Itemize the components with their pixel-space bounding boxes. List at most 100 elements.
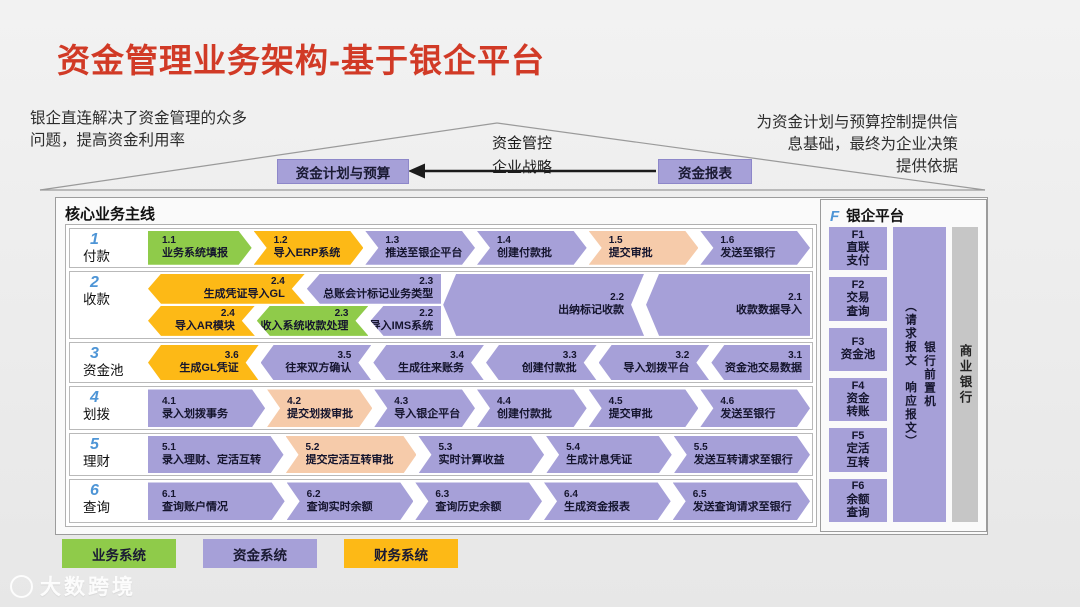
step-number: 1.1 (162, 235, 176, 247)
step-number: 1.5 (608, 235, 623, 247)
commercial-bank-label: 商业银行 (957, 343, 972, 406)
step-number: 5.4 (566, 442, 581, 454)
step-label: 收入系统收款处理 (260, 320, 349, 333)
platform-function-box: F4 资金 转账 (829, 377, 887, 422)
row-label: 2 收款 (70, 272, 146, 338)
step-label: 查询实时余额 (306, 500, 373, 513)
step-label: 查询账户情况 (162, 500, 228, 513)
function-label: 交易 查询 (846, 292, 870, 318)
step-label: 导入ERP系统 (273, 247, 341, 260)
receipt-sub-rows: 2.4 生成凭证导入GL 2.3 总账会计标记业务类型 2.4 导入AR模块 (148, 273, 442, 336)
step-arrow: 2.2 导入IMS系统 (370, 305, 442, 336)
gateway-bar: （请求报文 响应报文） 银行前置机 (893, 227, 946, 522)
platform-function-box: F2 交易 查询 (829, 277, 887, 321)
step-arrow: 5.3 实时计算收益 (418, 436, 544, 474)
row-name: 收款 (83, 291, 110, 307)
platform-function-box: F3 资金池 (829, 327, 887, 371)
platform-function-box: F1 直联 支付 (829, 227, 887, 271)
step-label: 提交划拨审批 (287, 407, 354, 420)
step-label: 生成往来账务 (398, 362, 465, 375)
platform-number: F (830, 208, 840, 225)
step-number: 1.6 (720, 235, 735, 247)
step-number: 4.5 (608, 395, 623, 407)
step-arrow: 4.3 导入银企平台 (374, 389, 475, 427)
step-arrow: 4.6 发送至银行 (700, 389, 810, 427)
platform-functions: F1 直联 支付 F2 交易 查询 F3 资金池 F4 资金 转账 F5 定活 … (829, 227, 887, 522)
step-label: 提交定活互转审批 (305, 454, 394, 467)
step-label: 导入划拨平台 (623, 362, 690, 375)
step-label: 收款数据导入 (736, 304, 802, 317)
step-number: 3.2 (675, 350, 690, 362)
step-label: 发送查询请求至银行 (692, 500, 792, 513)
step-label: 实时计算收益 (438, 454, 505, 467)
step-number: 1.2 (273, 235, 288, 247)
step-label: 发送互转请求至银行 (693, 454, 793, 467)
legend: 业务系统 资金系统 财务系统 (62, 539, 458, 568)
step-label: 录入理财、定活互转 (162, 454, 261, 467)
step-arrow: 2.3 收入系统收款处理 (257, 306, 369, 336)
step-arrow: 6.1 查询账户情况 (148, 482, 285, 520)
platform-body: F1 直联 支付 F2 交易 查询 F3 资金池 F4 资金 转账 F5 定活 … (829, 227, 978, 522)
step-arrow: 1.2 导入ERP系统 (254, 231, 364, 265)
step-number: 2.3 (334, 308, 349, 320)
step-arrow: 3.5 往来双方确认 (261, 345, 372, 381)
step-label: 资金池交易数据 (725, 362, 803, 375)
step-label: 创建付款批 (521, 362, 577, 375)
row-name: 资金池 (83, 362, 124, 378)
step-arrow: 4.1 录入划拨事务 (148, 389, 265, 427)
step-number: 4.3 (394, 395, 409, 407)
step-label: 生成资金报表 (564, 500, 631, 513)
gateway-sublabel: （请求报文 响应报文） (904, 300, 916, 449)
step-label: 生成计息凭证 (566, 454, 633, 467)
function-number: F4 (851, 379, 865, 392)
step-number: 2.3 (419, 276, 434, 288)
step-label: 发送至银行 (720, 247, 776, 260)
platform-function-box: F6 余额 查询 (829, 478, 887, 522)
business-row-cash-pool: 3 资金池 3.6 生成GL凭证 3.5 往来双方确认 3.4 生成往来账务 3… (69, 341, 813, 384)
step-label: 出纳标记收款 (558, 304, 625, 317)
step-label: 创建付款批 (497, 247, 553, 260)
watermark-text: 大数跨境 (40, 576, 136, 599)
function-number: F6 (851, 480, 865, 493)
step-label: 提交审批 (608, 407, 653, 420)
step-label: 导入AR模块 (174, 320, 235, 333)
commercial-bank-bar: 商业银行 (952, 227, 978, 522)
step-arrow: 5.1 录入理财、定活互转 (148, 436, 284, 474)
step-arrows: 3.6 生成GL凭证 3.5 往来双方确认 3.4 生成往来账务 3.3 创建付… (146, 343, 812, 383)
function-number: F2 (851, 279, 865, 292)
function-label: 资金池 (840, 349, 876, 362)
step-label: 发送至银行 (720, 407, 776, 420)
step-number: 4.1 (162, 395, 176, 407)
step-arrow: 5.4 生成计息凭证 (546, 436, 672, 474)
step-number: 6.5 (692, 488, 707, 500)
business-rows: 1 付款 1.1 业务系统填报 1.2 导入ERP系统 1.3 推送至银企平台 … (65, 224, 817, 527)
note-left: 银企直连解决了资金管理的众多 问题，提高资金利用率 (30, 110, 248, 149)
step-number: 5.1 (162, 442, 176, 454)
function-label: 资金 转账 (846, 393, 870, 419)
step-arrow: 2.4 导入AR模块 (148, 306, 255, 336)
step-number: 6.2 (306, 488, 321, 500)
step-arrow: 3.2 导入划拨平台 (599, 345, 710, 381)
label-fund-control: 资金管控 (491, 135, 552, 152)
step-number: 5.2 (305, 442, 320, 454)
step-label: 推送至银企平台 (385, 247, 463, 260)
step-number: 3.3 (562, 350, 577, 362)
step-label: 提交审批 (608, 247, 653, 260)
step-arrows: 5.1 录入理财、定活互转 5.2 提交定活互转审批 5.3 实时计算收益 5.… (146, 434, 812, 476)
step-label: 创建付款批 (497, 407, 552, 420)
step-number: 2.4 (270, 276, 285, 288)
row-name: 划拨 (83, 407, 110, 423)
watermark-icon (10, 574, 33, 598)
step-number: 6.3 (435, 488, 450, 500)
note-right: 为资金计划与预算控制提供信 息基础，最终为企业决策 提供依据 (756, 114, 958, 175)
step-label: 查询历史余额 (435, 500, 502, 513)
step-arrow: 6.4 生成资金报表 (544, 482, 671, 520)
step-number: 5.3 (438, 442, 453, 454)
row-name: 付款 (83, 248, 110, 264)
row-number: 3 (90, 344, 99, 362)
row-label: 1 付款 (70, 229, 146, 267)
business-row-wealth: 5 理财 5.1 录入理财、定活互转 5.2 提交定活互转审批 5.3 实时计算… (69, 432, 813, 477)
step-number: 4.4 (497, 395, 511, 407)
